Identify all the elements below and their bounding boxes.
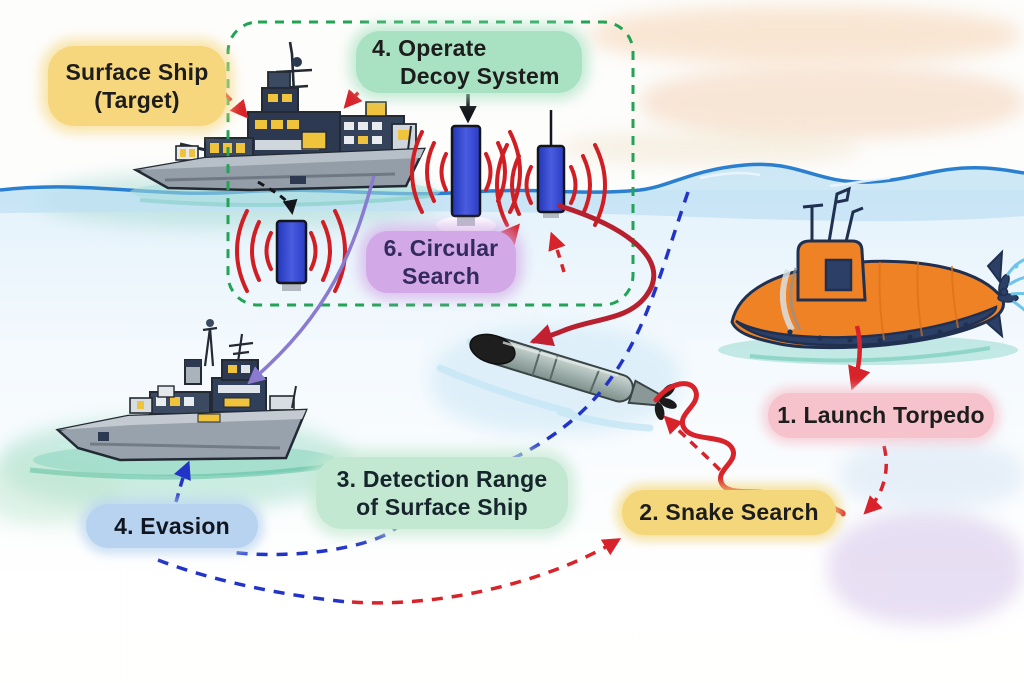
label-snake-search: 2. Snake Search <box>622 490 836 535</box>
label-surface-ship-target: Surface Ship (Target) <box>48 46 226 126</box>
torpedo-illustration <box>436 333 677 432</box>
label-line: Search <box>402 263 480 289</box>
path-evasion-blue-lower <box>157 558 349 604</box>
arrow-launch-to-snake <box>863 445 888 515</box>
label-line: Surface Ship <box>65 58 209 85</box>
arrow-circular-to-decoy-dashed <box>548 231 566 273</box>
label-line: Decoy System <box>400 63 560 89</box>
arrow-bottom-to-snake-label <box>351 538 622 605</box>
label-line: 3. Detection Range <box>336 465 548 492</box>
label-line: 4. Operate <box>372 34 487 61</box>
label-line: 2. Snake Search <box>639 499 819 526</box>
label-line: of Surface Ship <box>356 494 528 520</box>
label-line: 6. Circular <box>383 234 499 261</box>
label-launch-torpedo: 1. Launch Torpedo <box>768 393 994 438</box>
label-detection-range: 3. Detection Range of Surface Ship <box>316 457 568 529</box>
arrow-snake-to-torpedo <box>663 415 722 472</box>
label-circular-search: 6. Circular Search <box>366 231 516 293</box>
label-evasion: 4. Evasion <box>86 504 258 548</box>
label-line: 4. Evasion <box>114 512 230 539</box>
label-line: 1. Launch Torpedo <box>777 402 985 429</box>
label-operate-decoy-system: 4. Operate Decoy System <box>356 31 582 93</box>
label-line: (Target) <box>94 87 180 113</box>
decoy-lower <box>235 209 347 293</box>
